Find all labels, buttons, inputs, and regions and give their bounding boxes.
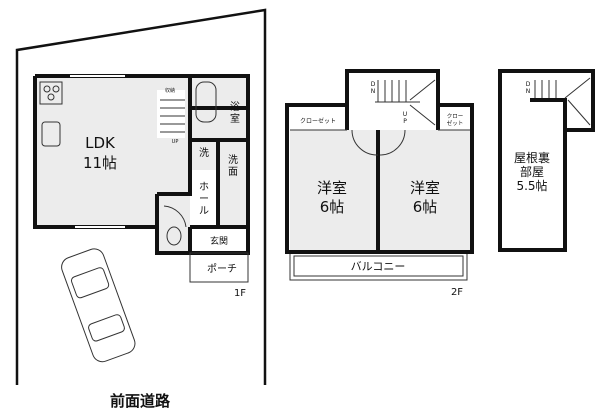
attic: D N 屋根裏 部屋 5.5帖 [498, 69, 595, 252]
car-icon [61, 248, 136, 363]
svg-text:ゼット: ゼット [447, 119, 464, 127]
stair-treads [160, 99, 185, 133]
attic-dn-label: D [526, 81, 531, 88]
toilet-icon [166, 226, 182, 246]
ldk-label: LDK [85, 134, 116, 152]
stove-icon [39, 81, 63, 105]
porch-label: ポーチ [207, 263, 237, 275]
svg-text:P: P [403, 118, 407, 125]
lot-boundary [15, 8, 267, 385]
western-room-left [290, 130, 378, 252]
bath-label: 浴 [230, 101, 240, 113]
walls-2f [285, 69, 474, 254]
floor-1: LDK 11帖 収納 UP 浴 室 洗 洗 面 ホ ー ル 玄関 ポーチ 1F [33, 74, 250, 363]
floor-2-label: 2F [451, 287, 463, 298]
svg-text:室: 室 [230, 112, 240, 125]
laundry-label: 洗 [199, 147, 209, 159]
walls-attic [498, 69, 595, 252]
floor-1-label: 1F [234, 288, 246, 299]
storage-label: 収納 [165, 87, 175, 94]
entrance-room [190, 227, 248, 253]
sink-icon [41, 121, 61, 147]
closet-left-label: クローゼット [300, 117, 336, 125]
svg-text:部屋: 部屋 [520, 164, 544, 179]
room-right-label: 洋室 [410, 179, 440, 197]
western-room-right [378, 130, 470, 252]
stairs-2f [375, 79, 436, 126]
balcony-label: バルコニー [351, 260, 406, 273]
svg-text:ル: ル [199, 206, 209, 217]
entrance-label: 玄関 [210, 235, 228, 247]
up-label: UP [172, 139, 179, 145]
door-swing [163, 205, 187, 228]
closet-right-label: クロー [447, 113, 464, 120]
hall-label: ホ [199, 181, 209, 193]
svg-text:6帖: 6帖 [413, 198, 438, 216]
ldk-size: 11帖 [83, 154, 117, 172]
hall-room [190, 170, 218, 227]
svg-text:面: 面 [228, 167, 238, 178]
attic-label: 屋根裏 [514, 150, 550, 165]
svg-text:N: N [526, 88, 531, 95]
dn-label: D [371, 81, 376, 88]
svg-text:N: N [371, 88, 376, 95]
toilet-room [157, 194, 190, 253]
front-road-label: 前面道路 [110, 392, 171, 410]
porch-area [189, 252, 249, 283]
bathtub-icon [195, 81, 217, 123]
up-label-2f: U [403, 111, 407, 118]
floor-2: クローゼット クロー ゼット D N U P 洋室 6帖 洋室 6帖 バルコニー… [285, 69, 474, 298]
room-left-label: 洋室 [317, 179, 347, 197]
svg-text:ー: ー [199, 194, 209, 205]
washroom-label: 洗 [228, 154, 238, 166]
svg-text:6帖: 6帖 [320, 198, 345, 216]
attic-size: 5.5帖 [516, 178, 547, 193]
stairs-1f [157, 90, 185, 138]
